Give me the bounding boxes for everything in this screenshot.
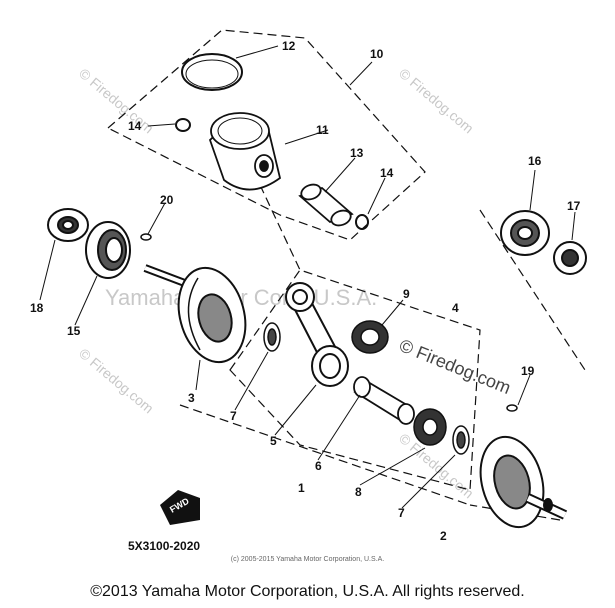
leader-lines [39, 45, 576, 509]
piston-ring [181, 53, 243, 91]
bearing-left-inner [85, 221, 131, 279]
part-number-9: 9 [403, 287, 410, 301]
part-number-15: 15 [67, 324, 81, 338]
part-number-1: 1 [298, 481, 305, 495]
part-number-7-left: 7 [230, 409, 237, 423]
part-number-6: 6 [315, 459, 322, 473]
thrust-washer-left [263, 322, 281, 352]
part-number-13: 13 [350, 146, 364, 160]
part-number-17: 17 [567, 199, 581, 213]
bearing-right-outer [500, 210, 550, 256]
piston [208, 112, 282, 191]
oil-seal-right [553, 241, 587, 275]
left-crank-half [143, 264, 247, 364]
connecting-rod [285, 282, 349, 387]
part-number-16: 16 [528, 154, 542, 168]
watermark-firedog-left: © Firedog.com [76, 345, 157, 416]
part-number-5: 5 [270, 434, 277, 448]
part-number-8: 8 [355, 485, 362, 499]
part-number-14-left: 14 [128, 119, 142, 133]
part-number-19: 19 [521, 364, 535, 378]
woodruff-key [140, 233, 152, 241]
watermark-firedog-top-right: © Firedog.com [396, 65, 477, 136]
footer-copyright: ©2013 Yamaha Motor Corporation, U.S.A. A… [90, 583, 525, 600]
big-end-bearing [413, 408, 447, 446]
thrust-washer-right [452, 425, 470, 455]
circlip-right [355, 214, 369, 230]
right-crank-half [479, 435, 568, 529]
crank-pin [353, 376, 415, 425]
piston-connector [259, 184, 301, 271]
part-number-11: 11 [316, 123, 329, 137]
piston-pin [298, 183, 354, 227]
parts-diagram: Yamaha Motor Corp, U.S.A. © Firedog.com … [30, 29, 587, 553]
part-code: 5X3100-2020 [128, 539, 200, 553]
part-number-12: 12 [282, 39, 296, 53]
watermark-firedog-center: © Firedog.com [397, 335, 514, 398]
fwd-arrow: FWD [160, 490, 200, 525]
piston-group-outline [106, 29, 426, 241]
part-number-2: 2 [440, 529, 447, 543]
part-number-labels: 1 2 3 4 5 6 7 7 8 9 10 11 12 13 14 14 15… [30, 39, 581, 543]
part-number-10: 10 [370, 47, 384, 61]
part-number-3: 3 [188, 391, 195, 405]
small-copyright: (c) 2005-2015 Yamaha Motor Corporation, … [230, 556, 385, 563]
part-number-18: 18 [30, 301, 44, 315]
part-number-4: 4 [452, 301, 459, 315]
small-end-bearing [351, 320, 389, 354]
crank-right-outline [479, 209, 586, 371]
part-number-14-right: 14 [380, 166, 394, 180]
part-number-7-right: 7 [398, 506, 405, 520]
part-number-20: 20 [160, 193, 174, 207]
watermark-firedog-top-left: © Firedog.com [76, 65, 157, 136]
crank-group-outline [229, 269, 481, 491]
circlip-left [175, 118, 191, 132]
bearing-left-outer [47, 208, 89, 242]
woodruff-key-right [506, 404, 518, 412]
